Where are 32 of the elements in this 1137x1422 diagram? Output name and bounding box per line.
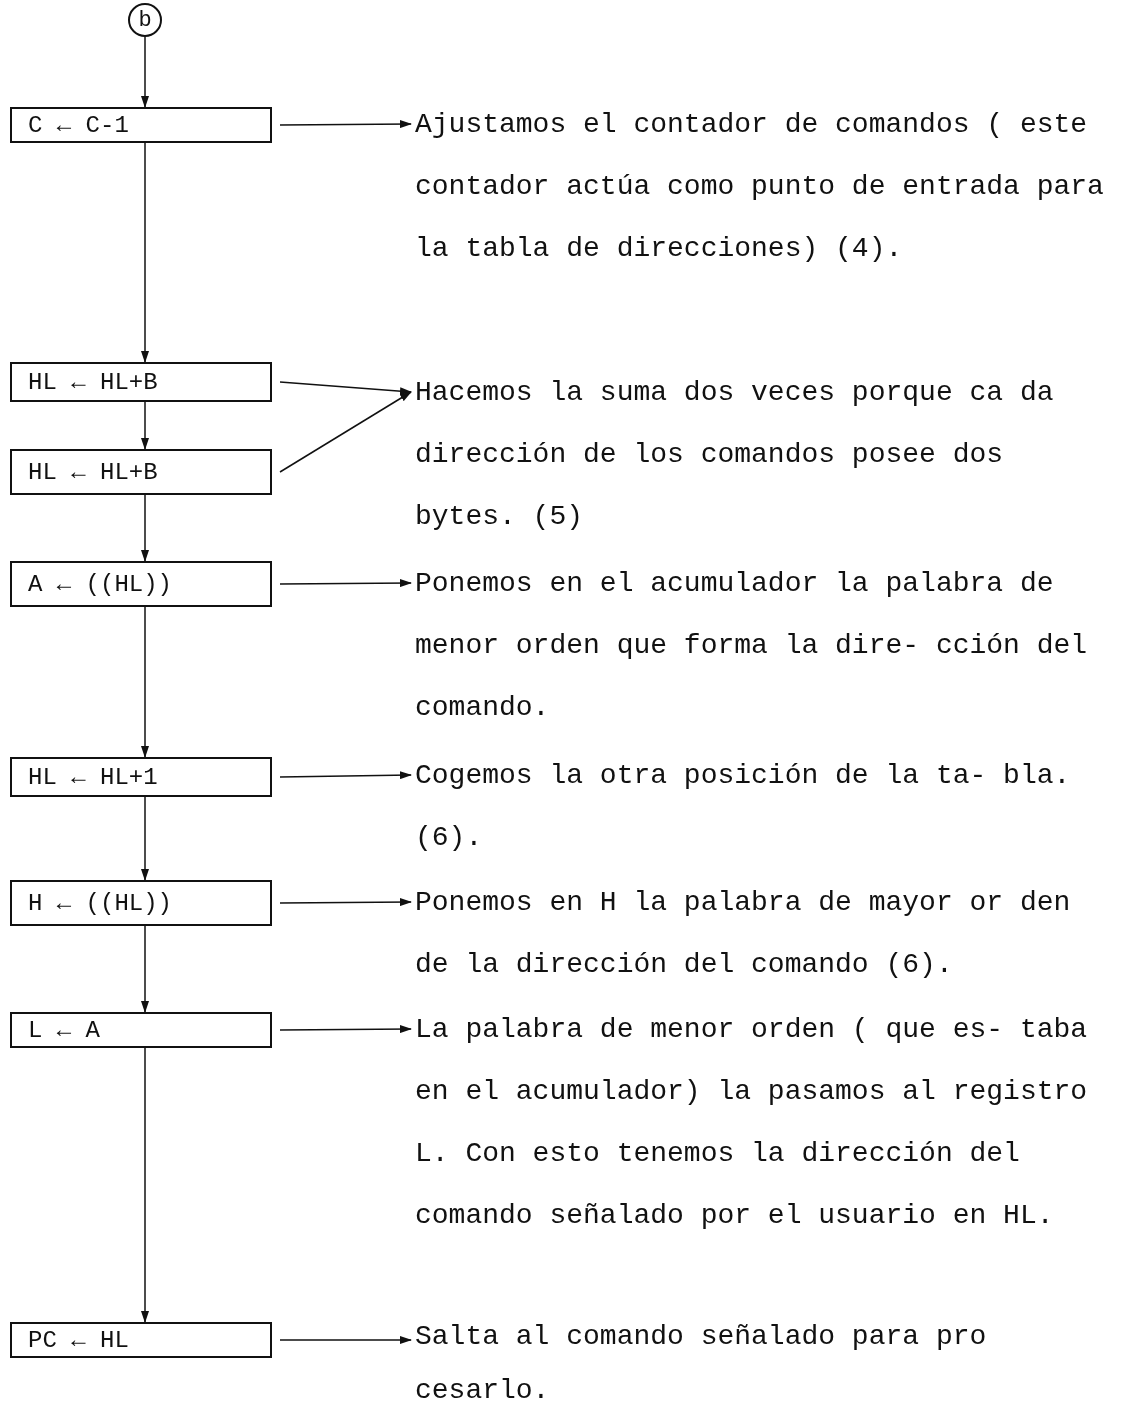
connector-circle: b xyxy=(128,3,162,37)
arrow xyxy=(141,925,149,1013)
process-box: HL ← HL+B xyxy=(10,449,272,495)
arrow xyxy=(141,606,149,758)
arrow xyxy=(279,381,412,396)
arrow xyxy=(279,771,412,780)
process-box: HL ← HL+B xyxy=(10,362,272,402)
arrow xyxy=(141,1047,149,1323)
arrow xyxy=(279,898,412,907)
arrow xyxy=(141,494,149,562)
process-box: L ← A xyxy=(10,1012,272,1048)
process-box: C ← C-1 xyxy=(10,107,272,143)
arrow xyxy=(141,36,149,108)
arrow xyxy=(141,401,149,450)
arrow xyxy=(279,1336,412,1344)
arrow xyxy=(279,391,412,473)
process-box: PC ← HL xyxy=(10,1322,272,1358)
note-text: Hacemos la suma dos veces porque ca da dirección de los comandos posee dos bytes. (5) xyxy=(415,362,1120,548)
process-box: H ← ((HL)) xyxy=(10,880,272,926)
process-box: A ← ((HL)) xyxy=(10,561,272,607)
arrow xyxy=(141,142,149,363)
note-text: Salta al comando señalado para pro cesarlo. xyxy=(415,1310,1120,1418)
note-text: Ponemos en H la palabra de mayor or den de la dirección del comando (6). xyxy=(415,872,1120,996)
note-text: Ajustamos el contador de comandos ( este contador actúa como punto de entrada para la tabla de direcciones) (4). xyxy=(415,94,1120,280)
process-box: HL ← HL+1 xyxy=(10,757,272,797)
arrow xyxy=(141,796,149,881)
arrow xyxy=(279,579,412,588)
note-text: Cogemos la otra posición de la ta- bla. (6). xyxy=(415,745,1120,869)
note-text: Ponemos en el acumulador la palabra de menor orden que forma la dire- cción del comando. xyxy=(415,553,1120,739)
arrow xyxy=(279,120,412,129)
note-text: La palabra de menor orden ( que es- taba en el acumulador) la pasamos al registro L. Con esto tenemos la dirección del comando señalado por el usuario en HL. xyxy=(415,999,1120,1247)
arrow xyxy=(279,1025,412,1034)
